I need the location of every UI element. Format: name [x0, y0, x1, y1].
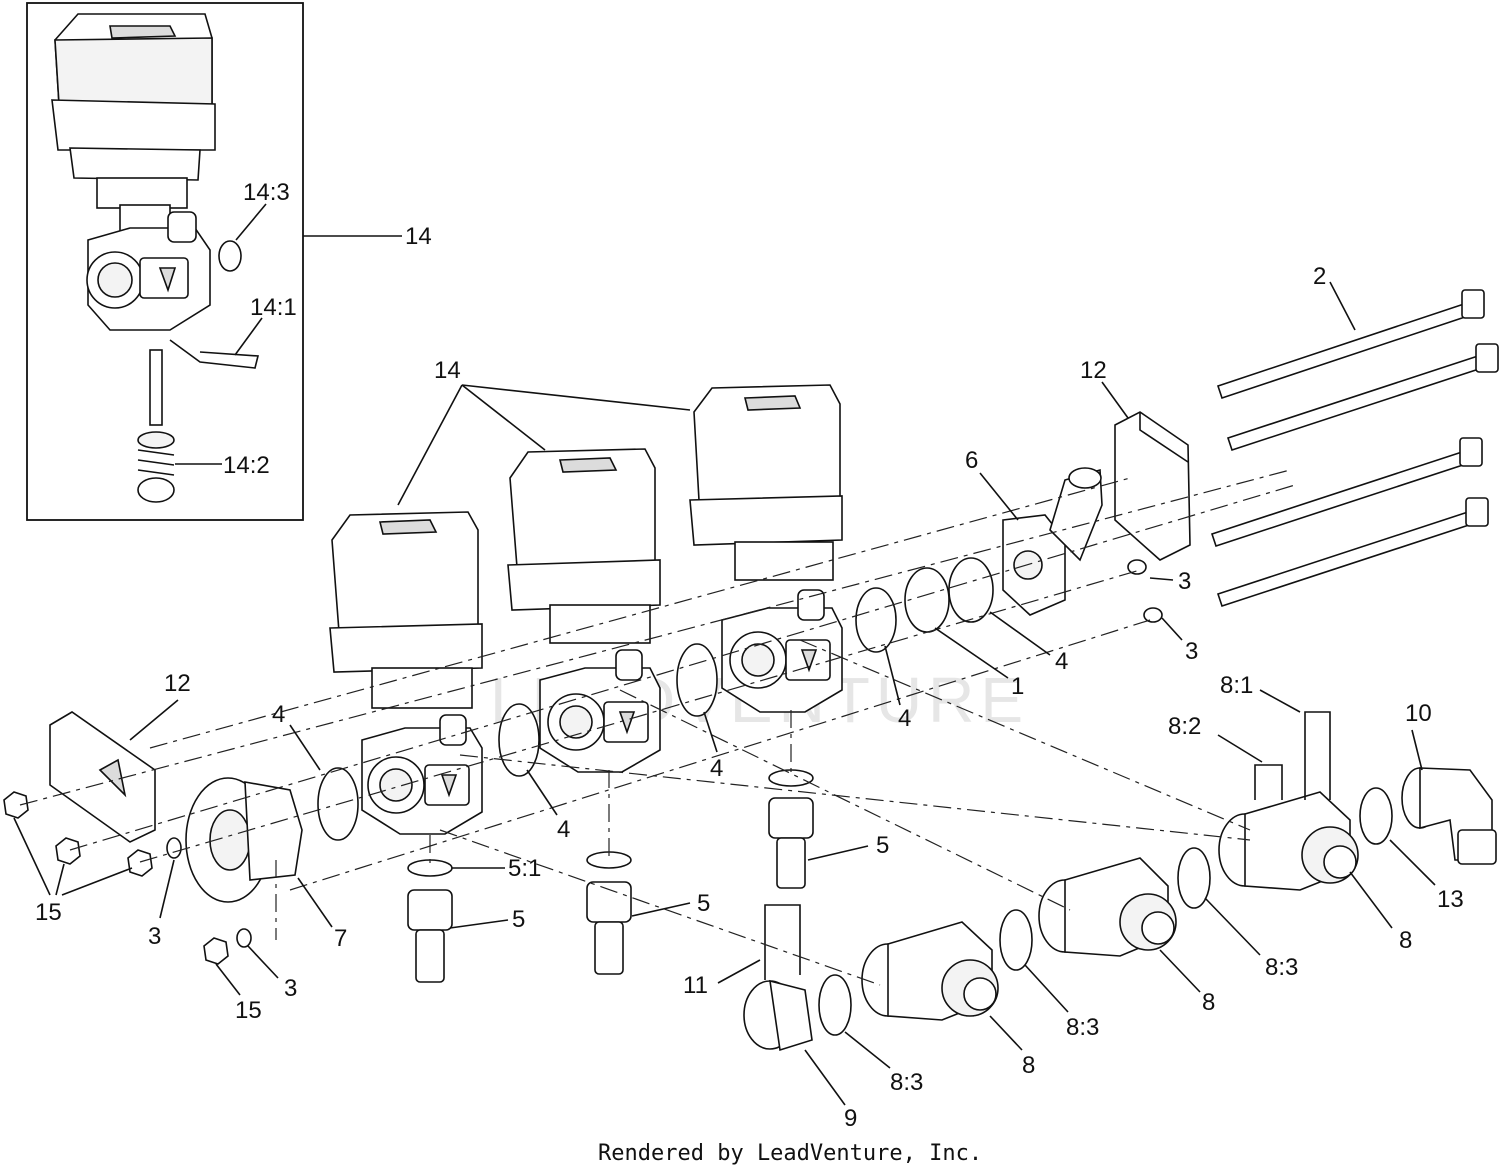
inset-valve-assembly [51, 13, 216, 503]
label-8-3-a: 8:3 [1265, 954, 1298, 981]
valve-assembly-3 [689, 384, 843, 713]
label-3-d: 3 [284, 975, 297, 1002]
label-8-2: 8:2 [1168, 713, 1201, 740]
label-15-b: 15 [235, 997, 262, 1024]
oring-8-3-a [818, 974, 852, 1036]
oring-8-3-c [1177, 847, 1211, 909]
valve-assembly-1 [329, 511, 483, 835]
label-8-b: 8 [1202, 989, 1215, 1016]
label-5-1: 5:1 [508, 855, 541, 882]
leader-lines [13, 281, 1436, 1106]
label-9: 9 [844, 1105, 857, 1132]
label-6: 6 [965, 447, 978, 474]
label-4-e: 4 [557, 816, 570, 843]
oring-14-3 [218, 240, 242, 272]
label-12-left: 12 [164, 670, 191, 697]
label-5-c: 5 [512, 906, 525, 933]
flange-plate [185, 777, 303, 903]
label-3-c: 3 [148, 923, 161, 950]
elbow-fitting [1401, 767, 1497, 865]
assembly-centerlines [19, 469, 1296, 986]
label-4-c: 4 [272, 701, 285, 728]
callout-labels: 14:3 14 14:1 14:2 14 2 12 6 3 3 4 1 4 8:… [35, 179, 1464, 1132]
label-1: 1 [1011, 673, 1024, 700]
nuts-washers [3, 791, 252, 965]
inlet-fitting [1002, 467, 1103, 616]
label-8-a: 8 [1399, 927, 1412, 954]
oring-13 [1359, 787, 1393, 845]
oring-4-a [855, 587, 897, 653]
oring-4-b [948, 557, 994, 623]
section-valves [743, 711, 1359, 1052]
oring-4-d [498, 703, 540, 777]
label-14-inset: 14 [405, 223, 432, 250]
label-15-a: 15 [35, 899, 62, 926]
label-4-d: 4 [710, 755, 723, 782]
ring-1 [904, 567, 950, 633]
label-4-a: 4 [1055, 648, 1068, 675]
oring-8-3-b [999, 909, 1033, 971]
clip-14-1 [169, 339, 260, 369]
label-14-1: 14:1 [250, 294, 297, 321]
inset-frame [26, 2, 304, 521]
label-11: 11 [683, 972, 708, 999]
label-4-b: 4 [898, 705, 911, 732]
label-8-1: 8:1 [1220, 672, 1253, 699]
label-3-a: 3 [1178, 568, 1191, 595]
label-7: 7 [334, 925, 347, 952]
label-14-main: 14 [434, 357, 461, 384]
valve-assembly-2 [507, 448, 661, 773]
label-13: 13 [1437, 886, 1464, 913]
bracket-left [49, 711, 156, 843]
label-10: 10 [1405, 700, 1432, 727]
label-2: 2 [1313, 263, 1326, 290]
label-8-c: 8 [1022, 1052, 1035, 1079]
hose-barbs [407, 769, 814, 983]
label-14-2: 14:2 [223, 452, 270, 479]
bracket-right [1114, 411, 1191, 561]
label-12-top: 12 [1080, 357, 1107, 384]
label-8-3-b: 8:3 [1066, 1014, 1099, 1041]
footer-credit: Rendered by LeadVenture, Inc. [598, 1141, 982, 1166]
oring-4-e [676, 643, 718, 717]
bolts [1210, 289, 1499, 608]
label-5-b: 5 [697, 890, 710, 917]
label-3-b: 3 [1185, 638, 1198, 665]
washer-3-b [1143, 607, 1163, 623]
label-5-a: 5 [876, 832, 889, 859]
washer-3-a [1127, 559, 1147, 575]
label-14-3: 14:3 [243, 179, 290, 206]
label-8-3-c: 8:3 [890, 1069, 923, 1096]
